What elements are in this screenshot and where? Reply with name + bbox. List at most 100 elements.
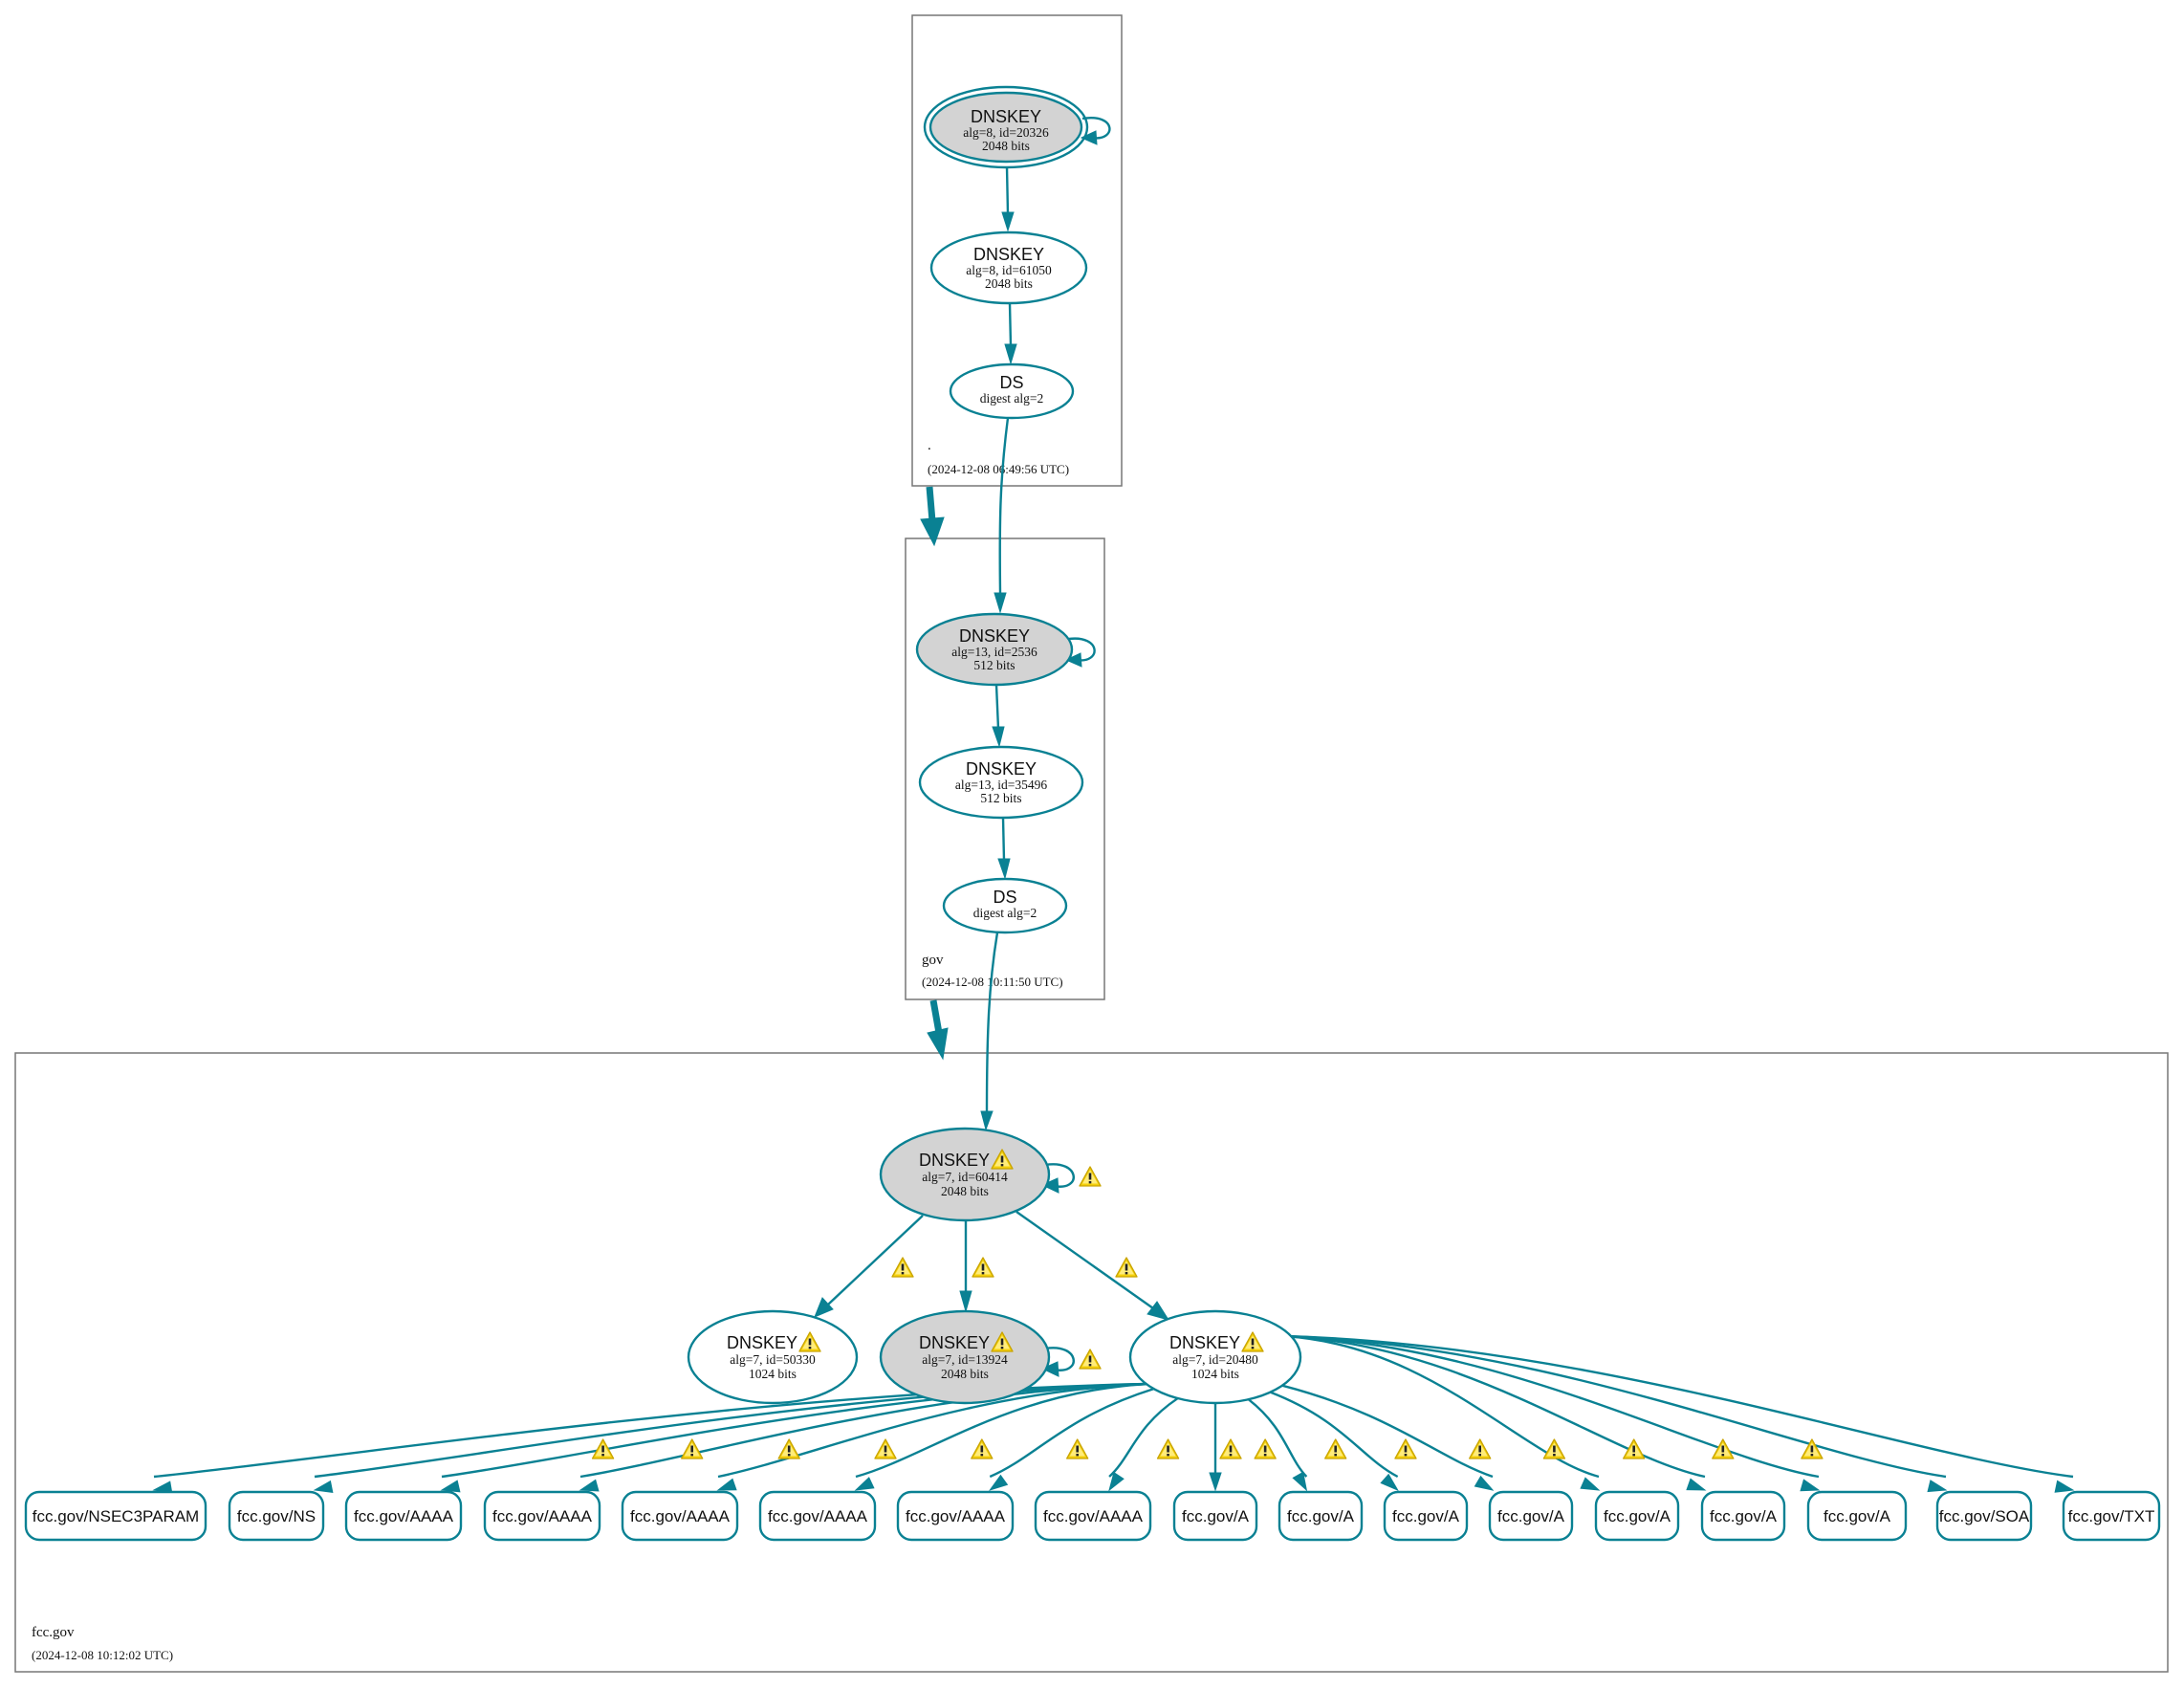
record-node[interactable]: fcc.gov/A	[1594, 1490, 1680, 1542]
node-key-size: 2048 bits	[982, 139, 1030, 153]
warning-icon[interactable]	[1469, 1438, 1492, 1459]
node-fcc-key-20480[interactable]: DNSKEY alg=7, id=20480 1024 bits	[1128, 1309, 1302, 1405]
record-node[interactable]: fcc.gov/TXT	[2062, 1490, 2161, 1542]
warning-icon[interactable]	[681, 1438, 704, 1459]
self-loop-fcc-ksk	[1040, 1163, 1075, 1194]
warning-icon[interactable]	[1079, 1349, 1102, 1370]
record-box	[1935, 1490, 2033, 1542]
warning-icon[interactable]	[1254, 1438, 1277, 1459]
node-type: DNSKEY	[727, 1333, 797, 1352]
record-node[interactable]: fcc.gov/AAAA	[483, 1490, 601, 1542]
record-node[interactable]: fcc.gov/A	[1488, 1490, 1574, 1542]
warning-icon[interactable]	[1066, 1438, 1089, 1459]
node-key-size: 1024 bits	[749, 1367, 797, 1381]
zone-gov-timestamp: (2024-12-08 10:11:50 UTC)	[922, 975, 1063, 989]
record-node[interactable]: fcc.gov/AAAA	[758, 1490, 877, 1542]
record-label: fcc.gov/SOA	[1939, 1507, 2030, 1525]
record-node[interactable]: fcc.gov/AAAA	[621, 1490, 739, 1542]
node-key-info: alg=7, id=50330	[730, 1352, 816, 1367]
node-key-info: alg=7, id=20480	[1172, 1352, 1258, 1367]
record-node[interactable]: fcc.gov/NS	[228, 1490, 325, 1542]
zone-gov-name: gov	[922, 953, 944, 968]
zone-root-timestamp: (2024-12-08 06:49:56 UTC)	[928, 462, 1069, 476]
node-type: DNSKEY	[966, 759, 1037, 779]
node-fcc-ksk[interactable]: DNSKEY alg=7, id=60414 2048 bits	[879, 1127, 1051, 1222]
record-node[interactable]: fcc.gov/A	[1806, 1490, 1908, 1542]
node-type: DS	[999, 373, 1023, 392]
record-edge-arrowhead	[440, 1480, 461, 1493]
record-node[interactable]: fcc.gov/A	[1700, 1490, 1786, 1542]
record-box	[24, 1490, 207, 1542]
record-edge	[1247, 1398, 1308, 1478]
zone-gov	[905, 537, 1105, 1000]
record-label: fcc.gov/AAAA	[1043, 1507, 1144, 1525]
record-edge-arrowhead	[1800, 1479, 1821, 1492]
record-edge	[1281, 1334, 1947, 1479]
node-key-size: 2048 bits	[985, 276, 1033, 291]
record-label: fcc.gov/A	[1604, 1507, 1671, 1525]
record-label: fcc.gov/NS	[237, 1507, 316, 1525]
record-box	[1278, 1490, 1364, 1542]
node-type: DNSKEY	[919, 1333, 990, 1352]
record-edge-arrowhead	[313, 1480, 334, 1493]
record-label: fcc.gov/TXT	[2068, 1507, 2155, 1525]
record-node[interactable]: fcc.gov/A	[1172, 1490, 1258, 1542]
record-node[interactable]: fcc.gov/SOA	[1935, 1490, 2033, 1542]
record-label: fcc.gov/AAAA	[492, 1507, 593, 1525]
record-node[interactable]: fcc.gov/A	[1278, 1490, 1364, 1542]
node-root-ds[interactable]: DS digest alg=2	[949, 362, 1075, 420]
zone-fcc-gov	[14, 1052, 2169, 1673]
record-boxes: fcc.gov/NSEC3PARAM fcc.gov/NS fcc.gov/AAAA…	[24, 1490, 2161, 1542]
node-gov-ds[interactable]: DS digest alg=2	[942, 877, 1068, 934]
record-warnings	[591, 1438, 1824, 1459]
warning-icon[interactable]	[777, 1438, 800, 1459]
zone-fcc-timestamp: (2024-12-08 10:12:02 UTC)	[32, 1648, 173, 1662]
record-label: fcc.gov/A	[1392, 1507, 1460, 1525]
edge-fcc-ksk-to-50330	[814, 1215, 924, 1318]
node-gov-ksk[interactable]: DNSKEY alg=13, id=2536 512 bits	[915, 612, 1074, 687]
warning-icon[interactable]	[1156, 1438, 1180, 1459]
record-node[interactable]: fcc.gov/NSEC3PARAM	[24, 1490, 207, 1542]
edge-fcc-ksk-to-13924	[959, 1220, 972, 1313]
record-edge-arrowhead	[1380, 1473, 1399, 1492]
record-edge-arrowhead	[2054, 1480, 2075, 1493]
record-node[interactable]: fcc.gov/AAAA	[896, 1490, 1015, 1542]
warning-icon[interactable]	[971, 1438, 994, 1459]
warning-icon[interactable]	[1712, 1438, 1735, 1459]
node-root-zsk[interactable]: DNSKEY alg=8, id=61050 2048 bits	[929, 230, 1088, 305]
self-loop-gov-ksk	[1064, 637, 1096, 668]
record-node[interactable]: fcc.gov/AAAA	[344, 1490, 463, 1542]
warning-icon[interactable]	[1394, 1438, 1417, 1459]
record-node[interactable]: fcc.gov/AAAA	[1034, 1490, 1152, 1542]
node-key-info: alg=13, id=35496	[955, 778, 1047, 792]
edge-gov-ds-to-fcc-ksk	[980, 932, 999, 1131]
warning-icon[interactable]	[874, 1438, 897, 1459]
warning-icon[interactable]	[1115, 1257, 1138, 1278]
warning-icon[interactable]	[891, 1257, 914, 1278]
record-box	[621, 1490, 739, 1542]
record-box	[896, 1490, 1015, 1542]
node-fcc-key-13924[interactable]: DNSKEY alg=7, id=13924 2048 bits	[879, 1309, 1051, 1405]
record-edge-arrowhead	[1209, 1472, 1222, 1492]
record-edge	[855, 1382, 1149, 1479]
node-fcc-key-50330[interactable]: DNSKEY alg=7, id=50330 1024 bits	[687, 1309, 859, 1405]
node-root-ksk[interactable]: DNSKEY alg=8, id=20326 2048 bits	[923, 85, 1089, 169]
record-label: fcc.gov/A	[1182, 1507, 1250, 1525]
record-edge	[441, 1382, 1149, 1479]
record-node[interactable]: fcc.gov/A	[1383, 1490, 1469, 1542]
warning-icon[interactable]	[972, 1257, 994, 1278]
node-key-size: 512 bits	[973, 658, 1015, 672]
record-edge	[1281, 1334, 1820, 1479]
node-key-size: 512 bits	[980, 791, 1021, 805]
self-loop-fcc-13924	[1040, 1347, 1075, 1377]
warning-icon[interactable]	[1542, 1438, 1566, 1459]
edge-fcc-ksk-to-20480	[1016, 1211, 1170, 1321]
record-edge-arrowhead	[988, 1474, 1009, 1491]
warning-icon[interactable]	[1079, 1166, 1102, 1187]
warning-icon[interactable]	[1324, 1438, 1347, 1459]
node-gov-zsk[interactable]: DNSKEY alg=13, id=35496 512 bits	[918, 745, 1084, 820]
record-edge	[1281, 1334, 1706, 1479]
record-box	[1383, 1490, 1469, 1542]
warning-icon[interactable]	[1219, 1438, 1242, 1459]
